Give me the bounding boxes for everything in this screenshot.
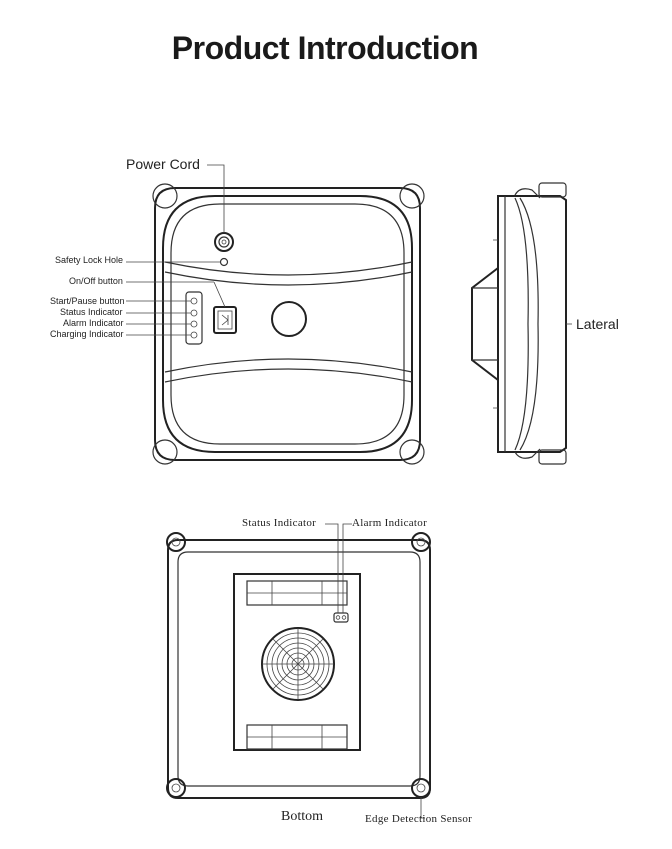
start-pause-button-label: Start/Pause button (50, 296, 125, 306)
charging-indicator-label: Charging Indicator (50, 329, 124, 339)
bottom-view-drawing (166, 523, 431, 819)
power-cord-label: Power Cord (126, 156, 200, 172)
safety-lock-hole-label: Safety Lock Hole (55, 255, 124, 265)
status-indicator-label: Status Indicator (60, 307, 123, 317)
on-off-button-label: On/Off button (69, 276, 123, 286)
page-title: Product Introduction (171, 30, 479, 66)
alarm-indicator-label: Alarm Indicator (63, 318, 124, 328)
bottom-label: Bottom (281, 809, 324, 824)
lateral-view-drawing (471, 182, 572, 465)
bottom-status-indicator-label: Status Indicator (242, 517, 317, 529)
front-view-drawing (126, 164, 425, 465)
lateral-label: Lateral (576, 316, 619, 332)
edge-detection-sensor-label: Edge Detection Sensor (365, 813, 473, 825)
bottom-alarm-indicator-label: Alarm Indicator (352, 517, 428, 529)
